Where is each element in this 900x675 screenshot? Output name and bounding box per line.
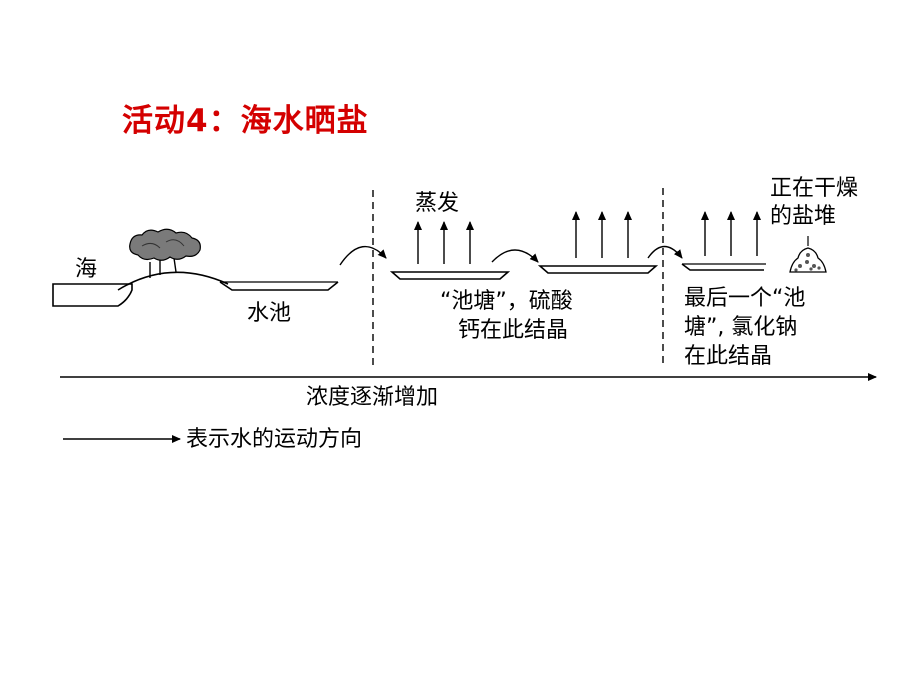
label-pond1-line1: “池塘”，硫酸 [440, 289, 573, 314]
flow-arrow-3 [647, 245, 683, 259]
sea-shore [52, 283, 133, 307]
label-salt-line1: 正在干燥 [770, 176, 859, 201]
label-salt-line2: 的盐堆 [770, 204, 837, 229]
label-concentration: 浓度逐渐增加 [306, 385, 439, 410]
label-pool: 水池 [247, 301, 292, 326]
pond-1 [389, 271, 511, 280]
flow-arrow-1 [339, 245, 387, 266]
label-legend: 表示水的运动方向 [186, 427, 363, 452]
page-title: 活动4：海水晒盐 [122, 103, 369, 139]
label-pond2-line2: 塘”, 氯化钠 [684, 315, 798, 340]
tree-icon [129, 228, 201, 278]
flow-arrow-2 [491, 249, 539, 263]
water-pool [219, 281, 339, 291]
label-evaporation: 蒸发 [415, 191, 460, 216]
label-sea: 海 [75, 257, 98, 282]
salt-pile-icon [789, 236, 827, 273]
label-pond1-line2: 钙在此结晶 [458, 318, 569, 343]
hill [117, 271, 229, 291]
pond-2 [537, 265, 659, 274]
label-pond2-line3: 在此结晶 [684, 344, 773, 369]
label-pond2-line1: 最后一个“池 [684, 286, 806, 311]
pond-3 [681, 263, 764, 271]
